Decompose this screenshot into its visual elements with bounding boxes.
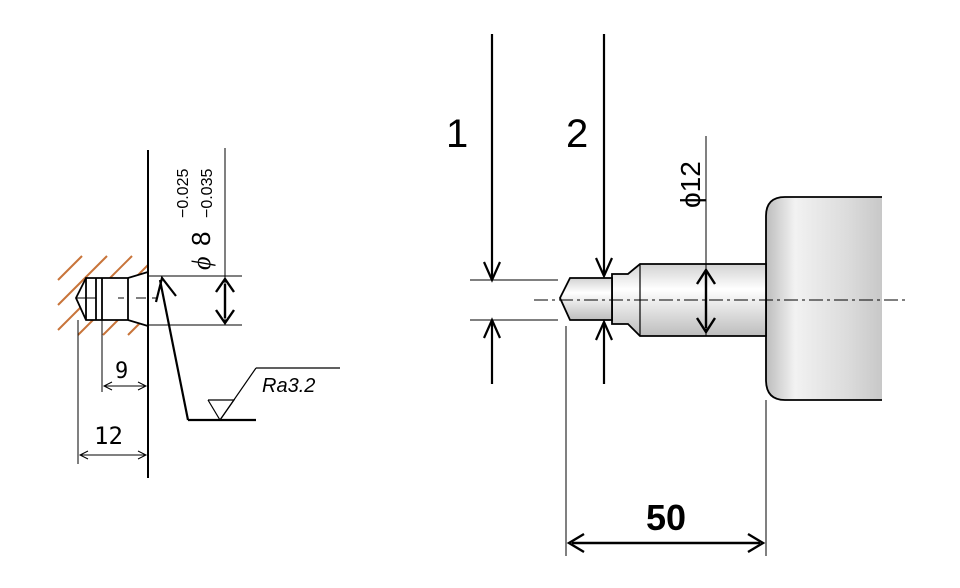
tool-position-2 (594, 34, 614, 384)
roughness-label: Ra3.2 (262, 375, 315, 397)
left-view: ϕ 8 −0.025 −0.035 9 12 R (57, 148, 340, 478)
right-view: 1 2 ϕ12 50 (446, 34, 906, 556)
bore-outline (75, 271, 149, 327)
tool-label-1: 1 (446, 112, 468, 156)
roughness-symbol (154, 275, 340, 422)
depth-dimension-9 (101, 320, 148, 392)
diameter-dimension-8 (148, 148, 242, 326)
tolerance-upper: −0.025 (175, 169, 192, 218)
diameter-symbol: ϕ (187, 257, 216, 270)
shaft-flange (765, 196, 882, 401)
diameter-label-12: ϕ12 (675, 161, 706, 208)
diameter-dimension-12 (695, 136, 717, 336)
diameter-value: 8 (186, 232, 216, 246)
length-label-50: 50 (646, 497, 686, 538)
depth-label-9: 9 (115, 359, 128, 384)
diameter-text-group: ϕ 8 −0.025 −0.035 (175, 169, 216, 270)
tolerance-lower: −0.035 (199, 169, 216, 218)
shaft-pilot (559, 277, 613, 321)
length-dimension-50 (565, 326, 767, 556)
tool-position-1 (470, 34, 558, 384)
depth-dimension-12 (77, 320, 148, 464)
depth-label-12: 12 (94, 422, 123, 450)
tool-label-2: 2 (566, 112, 588, 156)
